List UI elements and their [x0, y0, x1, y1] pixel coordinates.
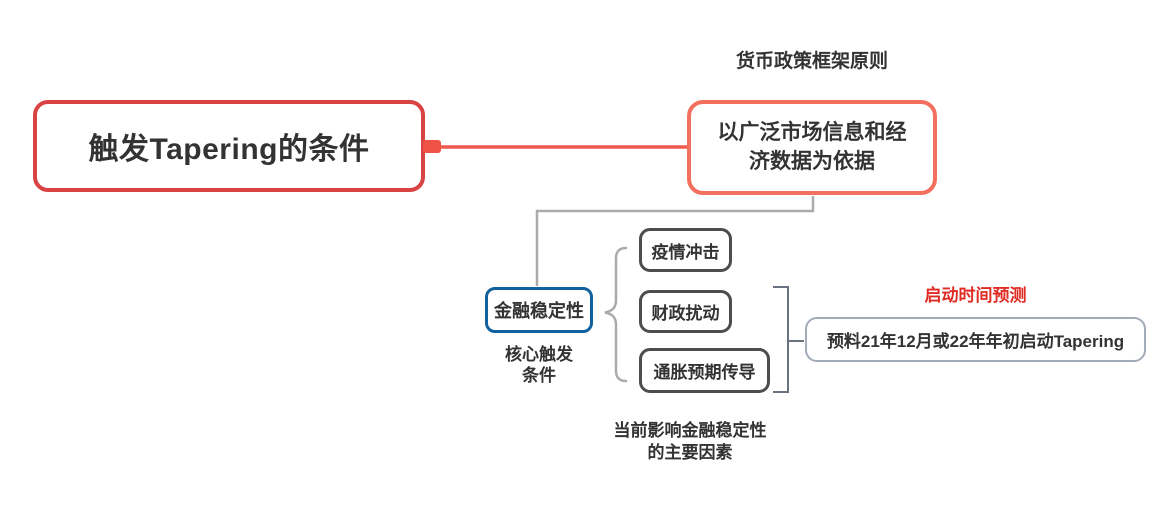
factor-node-fiscal[interactable]: 财政扰动 [639, 290, 732, 333]
framework-label[interactable]: 货币政策框架原则 [735, 51, 888, 72]
framework-node[interactable]: 以广泛市场信息和经 济数据为依据 [687, 100, 937, 195]
financial-stability-node[interactable]: 金融稳定性 [485, 287, 593, 333]
factor-node-fiscal-label: 财政扰动 [651, 304, 720, 323]
prediction-node-label: 预料21年12月或22年年初启动Tapering [826, 332, 1125, 351]
framework-to-financial-connector [535, 196, 815, 286]
prediction-node[interactable]: 预料21年12月或22年年初启动Tapering [805, 317, 1146, 362]
factors-note[interactable]: 当前影响金融稳定性 的主要因素 [595, 420, 785, 465]
core-trigger-note-line1: 核心触发 [505, 345, 573, 364]
factors-note-line1: 当前影响金融稳定性 [613, 421, 767, 440]
core-trigger-note[interactable]: 核心触发 条件 [467, 344, 611, 387]
factor-node-pandemic-label: 疫情冲击 [651, 242, 720, 262]
factor-node-pandemic[interactable]: 疫情冲击 [639, 228, 732, 272]
prediction-bracket [773, 286, 804, 393]
framework-node-line2: 济数据为依据 [749, 149, 875, 173]
framework-node-line1: 以广泛市场信息和经 [717, 120, 907, 144]
financial-stability-label: 金融稳定性 [494, 301, 584, 321]
factor-node-inflation-label: 通胀预期传导 [653, 363, 756, 382]
factors-brace [604, 246, 628, 383]
root-topic-node[interactable]: 触发Tapering的条件 [33, 100, 425, 192]
factor-node-inflation[interactable]: 通胀预期传导 [639, 348, 770, 393]
collapse-handle-icon[interactable] [423, 140, 441, 153]
root-topic-label: 触发Tapering的条件 [88, 133, 370, 166]
factors-note-line2: 的主要因素 [647, 443, 733, 463]
core-trigger-note-line2: 条件 [522, 366, 556, 386]
prediction-label[interactable]: 启动时间预测 [924, 286, 1027, 305]
